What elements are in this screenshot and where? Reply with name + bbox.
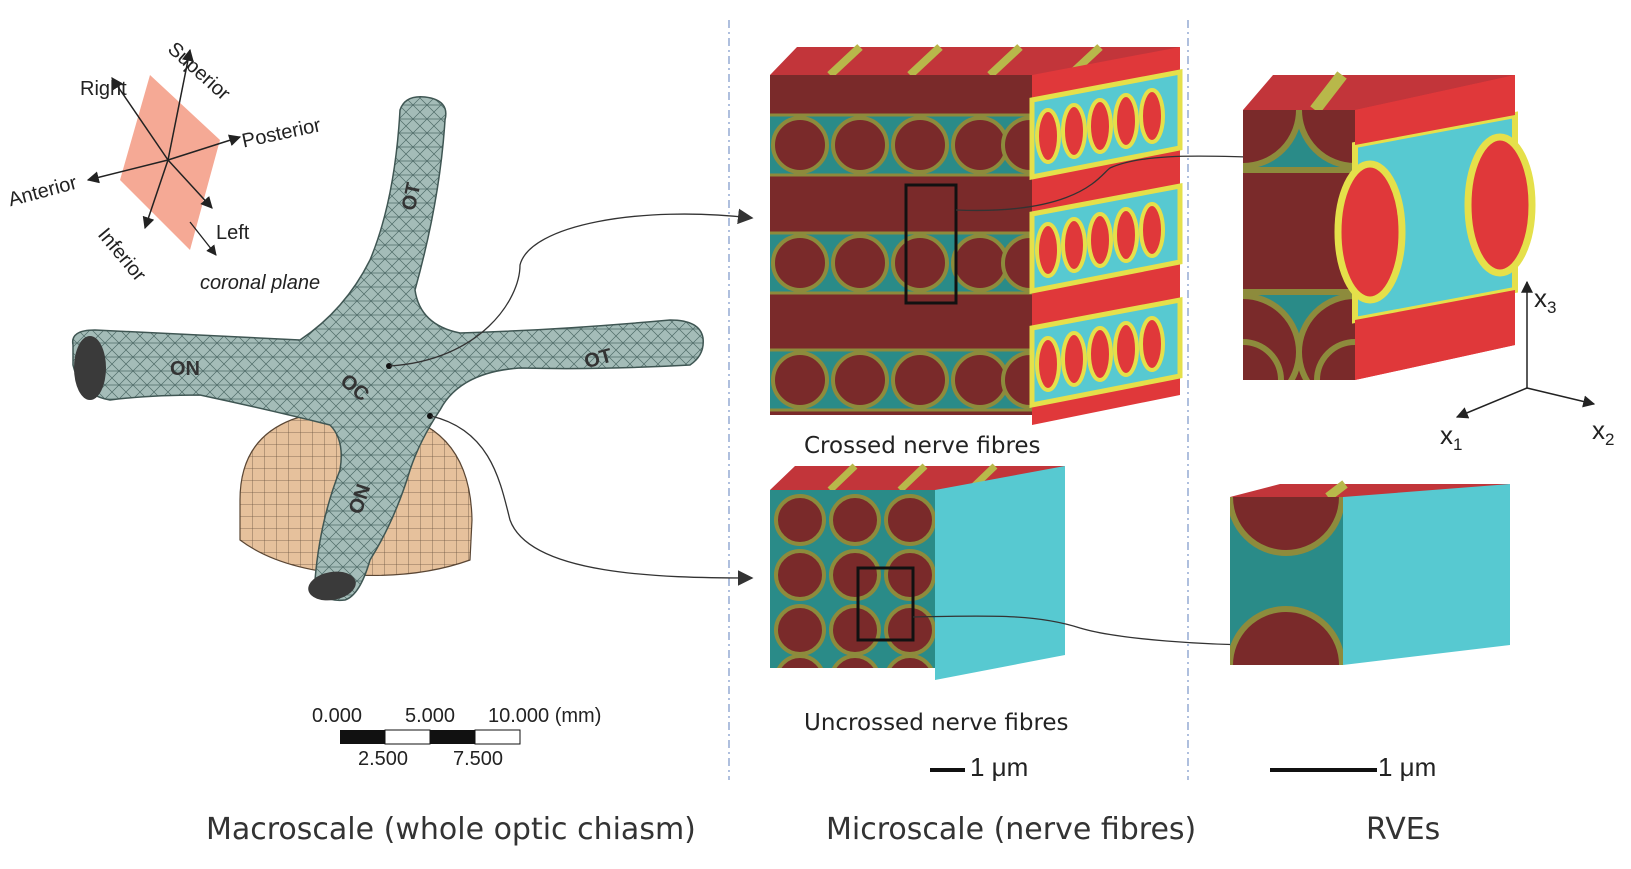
rve-uncrossed-block [1230,480,1510,665]
rve-title: RVEs [1366,812,1441,847]
macro-tick-10: 10.000 (mm) [488,705,602,727]
optic-chiasm-mesh [71,96,704,602]
rve-scale-label: 1 μm [1378,752,1437,782]
rve1-side-top-cap [1355,75,1515,145]
posterior-arrow [167,134,242,161]
rve1-side-fibre-right [1464,133,1536,277]
macro-tick-5: 5.000 [405,705,456,727]
micro-title: Microscale (nerve fibres) [826,812,1197,847]
oc-point [386,363,392,369]
uncrossed-fibres-label: Uncrossed nerve fibres [804,710,1069,736]
macro-tick-2-5: 2.500 [358,748,409,770]
axis-x3-label: x3 [1534,283,1556,318]
left-arrow [167,159,213,209]
coordinate-axes [1455,280,1596,419]
left-label: Left [216,222,250,244]
axis-x2-letter: x [1592,415,1605,445]
scale-seg-4 [474,729,521,745]
coronal-plane-label: coronal plane [200,272,321,294]
rve2-side-face [1343,484,1510,665]
axis-x2-sub: 2 [1605,430,1615,450]
uncrossed-front-face [770,490,935,668]
axis-x2-line [1526,387,1596,408]
superior-arrow [167,48,194,161]
rve1-side-bottom-cap [1355,290,1515,380]
on-lower-cut-face [308,571,356,601]
macro-tick-7-5: 7.500 [453,748,504,770]
axis-x3-sub: 3 [1547,298,1557,318]
axis-x1-label: x1 [1440,420,1462,455]
link-crossed-rve-curve [955,149,1272,212]
rve1-front-face [1243,110,1355,380]
rve1-side-fibre-left [1334,160,1406,304]
macro-title: Macroscale (whole optic chiasm) [206,812,696,847]
right-arrow [111,77,169,161]
on-left-cut-face [74,336,106,400]
crossed-fibres-block [770,44,1183,425]
uncrossed-fibres-block [770,463,1065,680]
scale-seg-1 [340,730,385,744]
axis-x1-sub: 1 [1453,435,1463,455]
scale-seg-3 [430,730,475,744]
macro-scale-bar [340,729,521,745]
rve1-top-stripe [1310,71,1347,114]
plane-pointer-arrow [189,221,217,256]
crossed-fibres-label: Crossed nerve fibres [804,433,1041,459]
rve2-front-face [1230,497,1343,665]
link-uncrossed-rve-curve [912,615,1264,653]
axis-x3-letter: x [1534,283,1547,313]
crossed-front-face [770,75,1032,415]
inferior-arrow [142,159,169,230]
axis-x1-line [1455,387,1528,419]
anterior-arrow [86,159,169,184]
macro-tick-0: 0.000 [312,705,363,727]
rve-crossed-block [1243,71,1536,380]
micro-scale-label: 1 μm [970,752,1029,782]
right-label: Right [80,78,127,100]
crossed-side-bands [1029,68,1183,409]
crossed-selection-box [904,183,958,305]
orientation-glyph [86,48,242,256]
axis-x1-letter: x [1440,420,1453,450]
on-left-label: ON [170,358,200,380]
link-uncrossed-curve [430,415,754,586]
axis-x2-label: x2 [1592,415,1614,450]
uncrossed-selection-box [856,566,915,642]
link-crossed-curve [389,208,754,367]
on-point [427,413,433,419]
uncrossed-side-face [935,466,1065,680]
rve2-top-stripe [1325,480,1348,501]
scale-seg-2 [384,729,431,745]
